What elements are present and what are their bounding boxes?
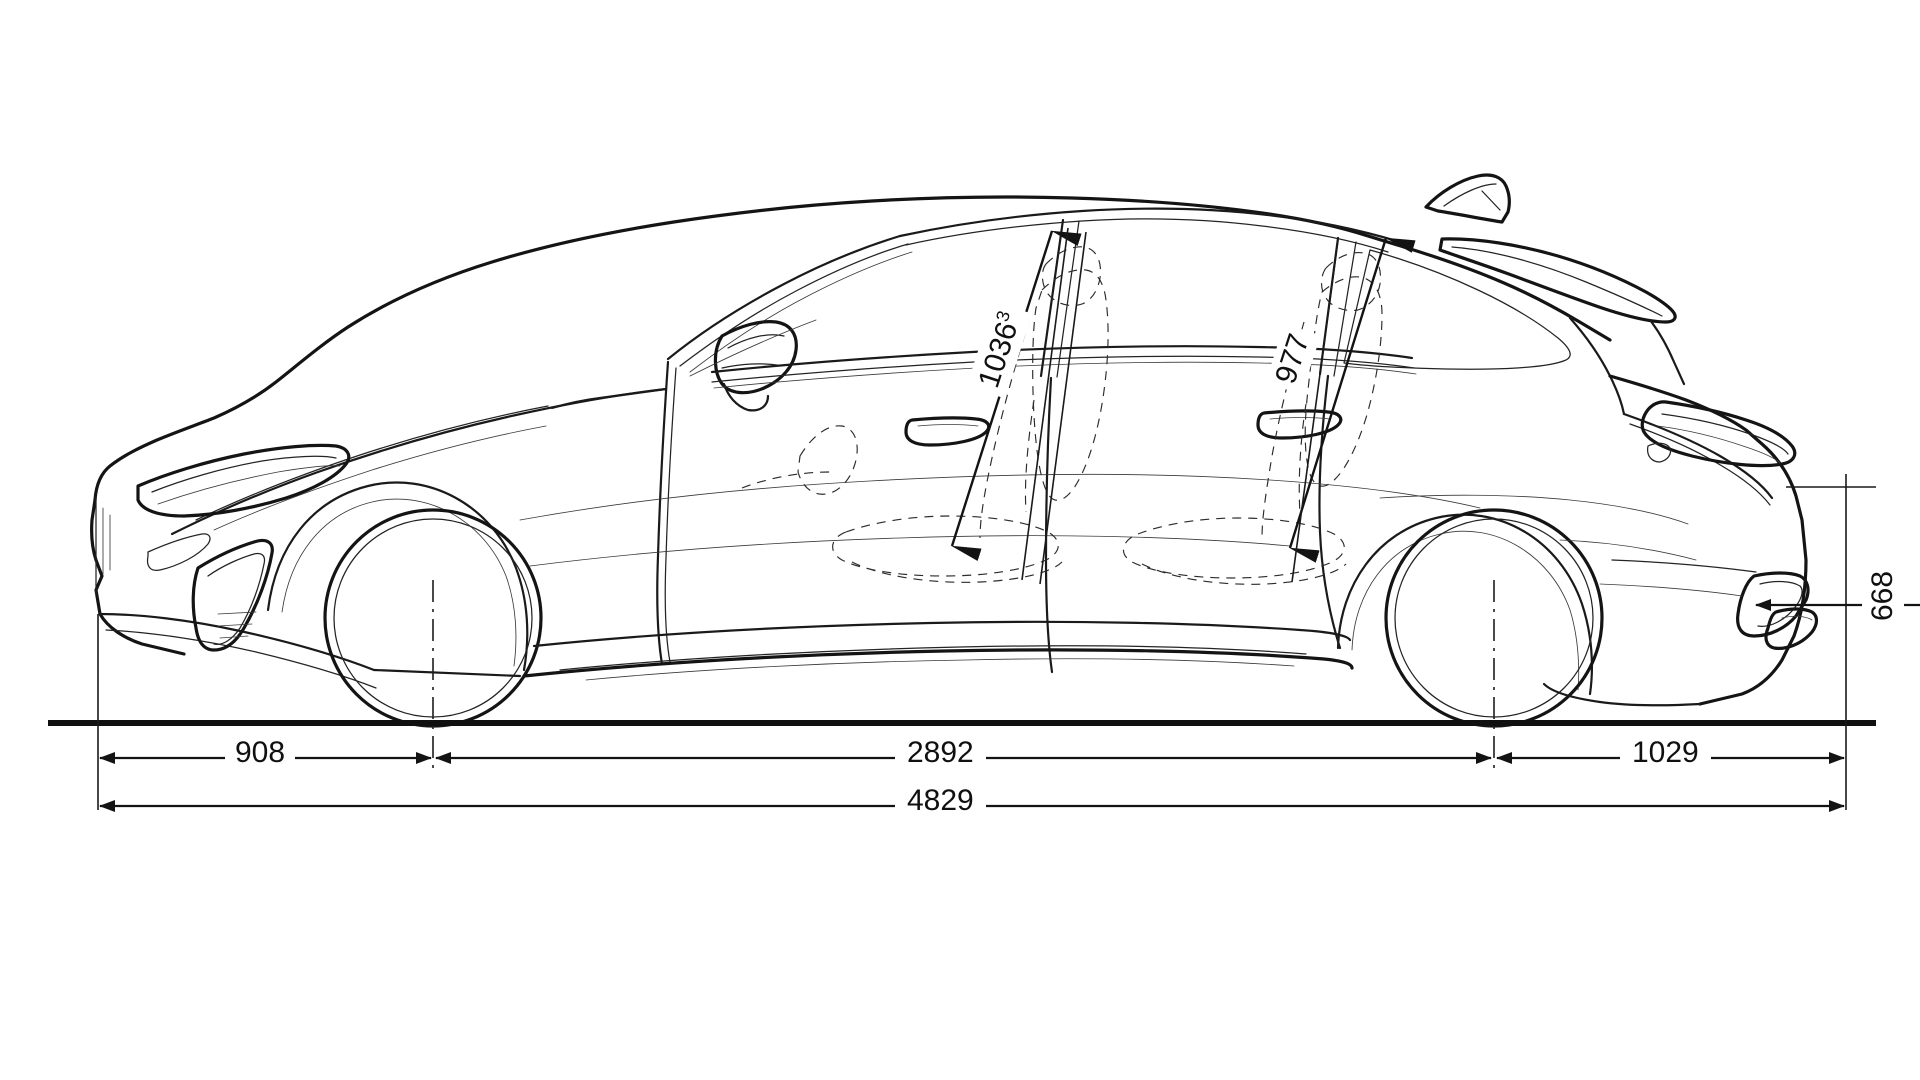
intake-fin-2 (217, 623, 253, 627)
dashboard-outline (741, 471, 831, 489)
tailgate-shut-line (1622, 412, 1774, 500)
side-sill-blade-edge (585, 658, 1295, 681)
rear-overhang-label: 1029 (1620, 738, 1711, 768)
body-side-crease-upper (519, 474, 1481, 521)
front-door-cut-inner (664, 367, 677, 663)
roof-spoiler-blade (1438, 237, 1677, 324)
rear-bumper-crease-2 (1599, 583, 1743, 597)
headlight (136, 443, 351, 518)
front-wheel (323, 508, 543, 728)
front-wheel-arch-inner (281, 498, 517, 667)
a-pillar-windshield (666, 234, 902, 361)
intake-fin-3 (219, 635, 249, 639)
front-overhang-value: 908 (235, 736, 286, 769)
taillight (1640, 400, 1797, 468)
roof-rail-inner (905, 218, 1389, 253)
roof-spoiler-inner (1451, 246, 1663, 317)
front-headroom-guide-a (1021, 227, 1069, 581)
side-mirror-glass-line (727, 334, 785, 349)
rear-wheel (1384, 508, 1604, 728)
taillight-inner-graphic (1661, 413, 1789, 455)
roof-drip-rail (898, 207, 1402, 244)
side-sill-upper (532, 620, 1352, 648)
underbody-front (372, 668, 522, 678)
front-bumper-lower-lip (98, 612, 376, 672)
hood-crease-upper (195, 405, 549, 521)
front-seat-base (851, 561, 1063, 583)
taillight-lens-line (1657, 425, 1781, 464)
wheelbase-value: 2892 (907, 736, 974, 769)
windshield-hair-line (689, 251, 913, 373)
rear-quarter-crease (1379, 494, 1689, 525)
hood-crease-lower (213, 425, 547, 531)
rear-overhang-value: 1029 (1632, 736, 1699, 769)
front-bumper-outline (90, 498, 186, 656)
side-mirror (713, 320, 798, 395)
rear-diffuser (1736, 571, 1810, 638)
rear-height-label: 668 (1862, 570, 1905, 622)
shark-fin-antenna (1424, 173, 1511, 224)
fuel-filler-cap (1646, 442, 1672, 463)
windshield-wiper (689, 319, 817, 377)
exhaust-outlet (1764, 607, 1819, 650)
shark-fin-antenna-base (1481, 190, 1501, 211)
rear-diffuser-inner (1757, 580, 1803, 627)
roof-rear-spoiler-line (1402, 245, 1612, 342)
body-outline (93, 195, 1406, 502)
shark-fin-antenna-crease (1443, 183, 1497, 207)
rear-quarter-crease-2 (1559, 539, 1697, 561)
headlight-drl (157, 465, 341, 505)
fender-cowl-line (550, 387, 668, 410)
front-bumper-blade (146, 533, 211, 572)
side-mirror-stalk (722, 382, 770, 412)
exhaust-outlet-inner (1781, 615, 1813, 621)
vehicle-body-group (90, 173, 1819, 728)
windshield-inner-line (679, 243, 909, 367)
front-door-handle-inner (917, 424, 979, 427)
rear-height-value: 668 (1866, 570, 1900, 622)
rear-hatch-outline (1608, 374, 1808, 706)
rear-wheel-arch-inner (1351, 530, 1580, 691)
extension-lines-group (97, 474, 1876, 810)
rear-quarter-window (1343, 249, 1571, 370)
intake-fin-1 (217, 611, 257, 615)
rear-bumper-bottom (1542, 682, 1702, 707)
body-side-crease-mid (529, 535, 1291, 567)
rear-headroom-guide-a (1291, 239, 1339, 583)
rear-seat-cushion (1122, 517, 1345, 579)
front-wheel-arch (266, 481, 529, 672)
spoiler-support (1648, 318, 1686, 386)
rear-wheel-arch (1336, 513, 1594, 696)
front-seat-headrest (1041, 246, 1102, 307)
overall-length-value: 4829 (907, 784, 974, 817)
front-overhang-label: 908 (225, 736, 296, 769)
front-splitter (105, 629, 377, 689)
headlight-inner-graphic (151, 455, 337, 493)
front-door-handle (904, 416, 991, 447)
tailgate-shut-line-inner (1629, 423, 1771, 506)
rear-bumper-crease (1611, 559, 1757, 573)
wheelbase-label: 2892 (895, 738, 986, 768)
front-door-cut (656, 360, 670, 666)
side-sill-blade (559, 645, 1307, 671)
rear-seat-backrest (1304, 276, 1383, 487)
front-air-intake (191, 538, 274, 652)
rear-seat-base (1141, 563, 1347, 585)
front-seat-backrest (1032, 269, 1109, 501)
front-headroom-guide-b (1039, 231, 1087, 585)
side-sill-lower (522, 648, 1354, 678)
steering-wheel-outline (797, 425, 858, 495)
air-intake-inner (207, 552, 266, 646)
rear-door-cut (1044, 376, 1054, 674)
rear-headroom-leader (1288, 237, 1416, 563)
overall-length-label: 4829 (895, 786, 986, 816)
